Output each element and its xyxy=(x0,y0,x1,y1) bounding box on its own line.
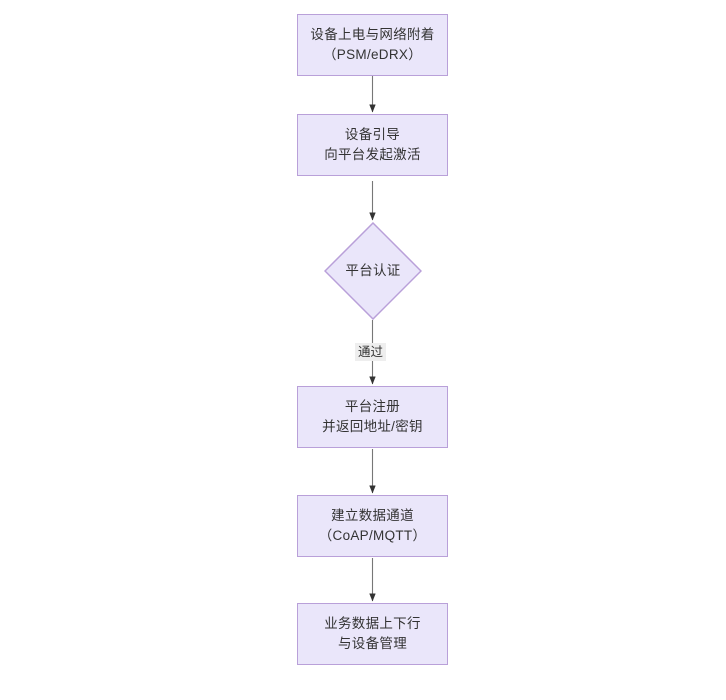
node-platform-register[interactable]: 平台注册 并返回地址/密钥 xyxy=(297,386,448,448)
node-power-on-line1: 设备上电与网络附着 xyxy=(310,27,435,42)
node-business-data-line1: 业务数据上下行 xyxy=(324,616,421,631)
diamond-shape xyxy=(324,222,422,320)
node-platform-auth-label: 平台认证 xyxy=(345,263,401,278)
node-bootstrap-line1: 设备引导 xyxy=(344,127,401,142)
node-power-on[interactable]: 设备上电与网络附着 （PSM/eDRX） xyxy=(297,14,448,76)
node-bootstrap-line2: 向平台发起激活 xyxy=(324,147,421,162)
edge-label-pass: 通过 xyxy=(355,343,387,361)
node-platform-auth[interactable]: 平台认证 xyxy=(324,222,422,320)
node-data-channel-line1: 建立数据通道 xyxy=(331,508,414,523)
node-platform-register-line2: 并返回地址/密钥 xyxy=(322,419,423,434)
node-business-data-line2: 与设备管理 xyxy=(338,636,407,651)
node-data-channel[interactable]: 建立数据通道 （CoAP/MQTT） xyxy=(297,495,448,557)
node-bootstrap[interactable]: 设备引导 向平台发起激活 xyxy=(297,114,448,176)
node-power-on-line2: （PSM/eDRX） xyxy=(322,47,423,62)
node-business-data[interactable]: 业务数据上下行 与设备管理 xyxy=(297,603,448,665)
node-data-channel-line2: （CoAP/MQTT） xyxy=(318,528,427,543)
node-platform-register-line1: 平台注册 xyxy=(344,399,401,414)
